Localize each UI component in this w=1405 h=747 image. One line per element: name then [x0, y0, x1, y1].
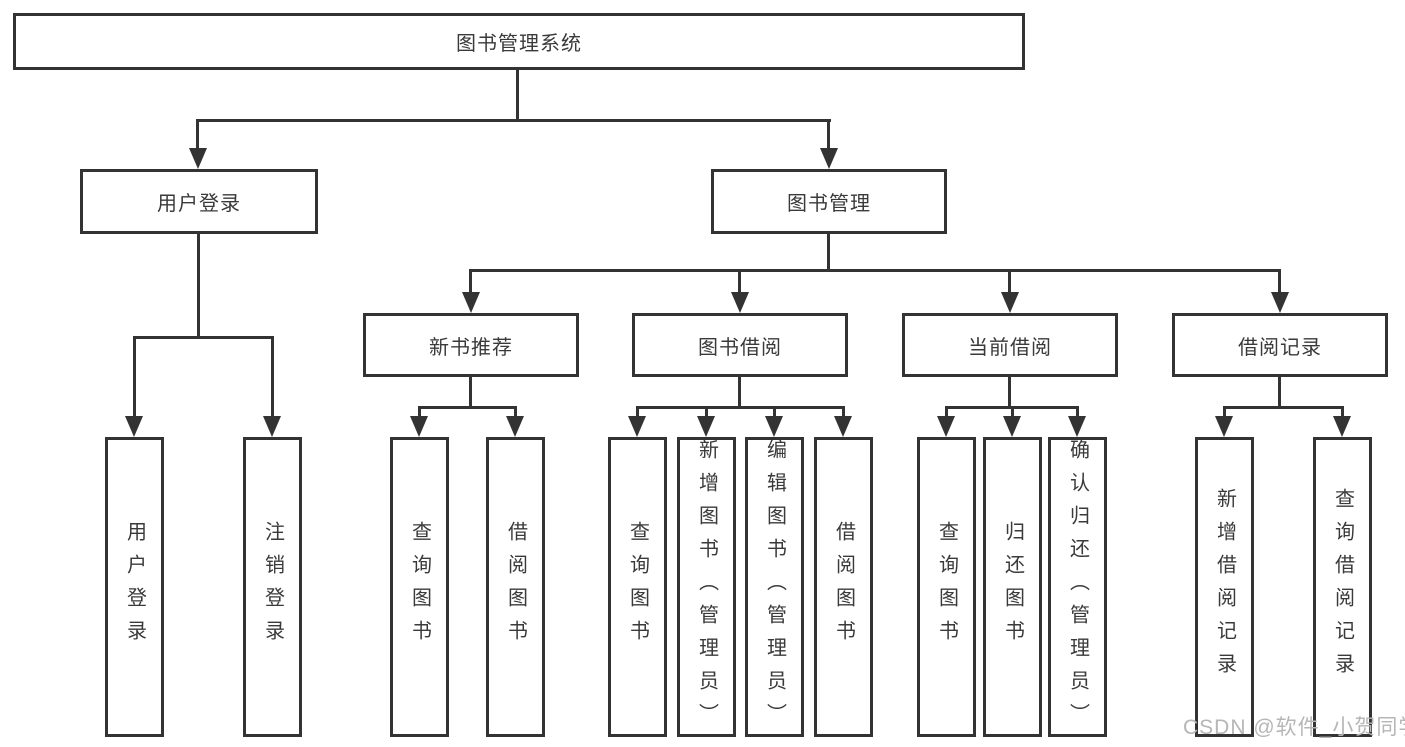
- connector-to-leaf: [1341, 406, 1344, 417]
- connector-new-book-branch: [418, 406, 517, 409]
- leaf-confirm-return-admin: 确认归还（管理员）: [1048, 437, 1107, 737]
- node-borrow-records: 借阅记录: [1172, 313, 1388, 377]
- connector-borrow-records-branch: [1223, 406, 1344, 409]
- connector-to-user-login: [196, 119, 199, 149]
- arrowhead: [410, 416, 428, 437]
- leaf-query-book-current-label: 查询图书: [935, 521, 958, 653]
- connector-to-leaf: [418, 406, 421, 417]
- node-current-borrow-label: 当前借阅: [968, 336, 1052, 359]
- connector-to-leaf: [636, 406, 639, 417]
- node-user-login-label: 用户登录: [157, 193, 241, 215]
- connector-user-login-branch: [133, 336, 274, 339]
- arrowhead: [820, 148, 838, 169]
- node-current-borrow: 当前借阅: [902, 313, 1118, 377]
- connector-root-stem: [516, 70, 519, 119]
- connector-to-new-book: [469, 269, 472, 293]
- connector-to-leaf: [514, 406, 517, 417]
- connector-to-book-management: [827, 119, 830, 149]
- leaf-edit-book-admin: 编辑图书（管理员）: [745, 437, 804, 737]
- connector-to-leaf: [705, 406, 708, 417]
- leaf-return-book: 归还图书: [983, 437, 1042, 737]
- arrowhead: [765, 416, 783, 437]
- leaf-add-borrow-record-label: 新增借阅记录: [1213, 488, 1236, 686]
- connector-book-management-branch: [469, 269, 1281, 272]
- node-book-management: 图书管理: [711, 169, 947, 234]
- leaf-query-book-recommend: 查询图书: [390, 437, 449, 737]
- leaf-confirm-return-admin-label: 确认归还（管理员）: [1066, 438, 1089, 736]
- arrowhead: [1215, 416, 1233, 437]
- connector-user-login-stem: [197, 234, 200, 336]
- arrowhead: [125, 416, 143, 437]
- connector-book-borrow-branch: [636, 406, 845, 409]
- node-borrow-records-label: 借阅记录: [1238, 336, 1322, 359]
- connector-borrow-records-stem: [1278, 377, 1281, 406]
- arrowhead: [462, 292, 480, 313]
- leaf-query-book-borrow-label: 查询图书: [626, 521, 649, 653]
- node-book-borrow: 图书借阅: [632, 313, 848, 377]
- leaf-borrow-book-recommend-label: 借阅图书: [504, 521, 527, 653]
- arrowhead: [1333, 416, 1351, 437]
- leaf-borrow-book-borrow-label: 借阅图书: [832, 521, 855, 653]
- node-library-system: 图书管理系统: [13, 13, 1025, 70]
- leaf-add-borrow-record: 新增借阅记录: [1195, 437, 1254, 737]
- arrowhead: [937, 416, 955, 437]
- arrowhead: [731, 292, 749, 313]
- connector-book-management-stem: [827, 234, 830, 269]
- leaf-query-book-borrow: 查询图书: [608, 437, 667, 737]
- arrowhead: [263, 416, 281, 437]
- leaf-borrow-book-borrow: 借阅图书: [814, 437, 873, 737]
- connector-to-borrow-records: [1278, 269, 1281, 293]
- arrowhead: [506, 416, 524, 437]
- connector-to-leaf: [1011, 406, 1014, 417]
- connector-root-branch: [196, 119, 831, 122]
- node-user-login: 用户登录: [80, 169, 318, 234]
- leaf-logout: 注销登录: [243, 437, 302, 737]
- leaf-add-book-admin: 新增图书（管理员）: [677, 437, 736, 737]
- arrowhead: [1271, 292, 1289, 313]
- arrowhead: [628, 416, 646, 437]
- connector-to-leaf: [133, 336, 136, 417]
- arrowhead: [1003, 416, 1021, 437]
- node-book-management-label: 图书管理: [787, 193, 871, 215]
- leaf-query-borrow-record: 查询借阅记录: [1313, 437, 1372, 737]
- connector-to-leaf: [842, 406, 845, 417]
- connector-to-leaf: [945, 406, 948, 417]
- node-book-borrow-label: 图书借阅: [698, 336, 782, 359]
- leaf-add-book-admin-label: 新增图书（管理员）: [695, 438, 718, 736]
- arrowhead: [834, 416, 852, 437]
- connector-current-borrow-stem: [1008, 377, 1011, 406]
- arrowhead: [1068, 416, 1086, 437]
- csdn-watermark: CSDN @软件_小贺同学: [1183, 716, 1405, 739]
- node-new-book-recommend: 新书推荐: [363, 313, 579, 377]
- connector-new-book-stem: [469, 377, 472, 406]
- connector-to-book-borrow: [738, 269, 741, 293]
- connector-to-leaf: [1076, 406, 1079, 417]
- leaf-borrow-book-recommend: 借阅图书: [486, 437, 545, 737]
- node-library-system-label: 图书管理系统: [456, 33, 582, 55]
- arrowhead: [189, 148, 207, 169]
- connector-to-leaf: [773, 406, 776, 417]
- leaf-edit-book-admin-label: 编辑图书（管理员）: [763, 438, 786, 736]
- leaf-user-login-label: 用户登录: [123, 521, 146, 653]
- leaf-query-book-current: 查询图书: [917, 437, 976, 737]
- connector-to-leaf: [271, 336, 274, 417]
- connector-to-leaf: [1223, 406, 1226, 417]
- node-new-book-recommend-label: 新书推荐: [429, 336, 513, 359]
- leaf-query-borrow-record-label: 查询借阅记录: [1331, 488, 1354, 686]
- arrowhead: [697, 416, 715, 437]
- leaf-logout-label: 注销登录: [261, 521, 284, 653]
- arrowhead: [1001, 292, 1019, 313]
- leaf-query-book-recommend-label: 查询图书: [408, 521, 431, 653]
- leaf-return-book-label: 归还图书: [1001, 521, 1024, 653]
- connector-book-borrow-stem: [738, 377, 741, 406]
- leaf-user-login: 用户登录: [105, 437, 164, 737]
- connector-to-current-borrow: [1008, 269, 1011, 293]
